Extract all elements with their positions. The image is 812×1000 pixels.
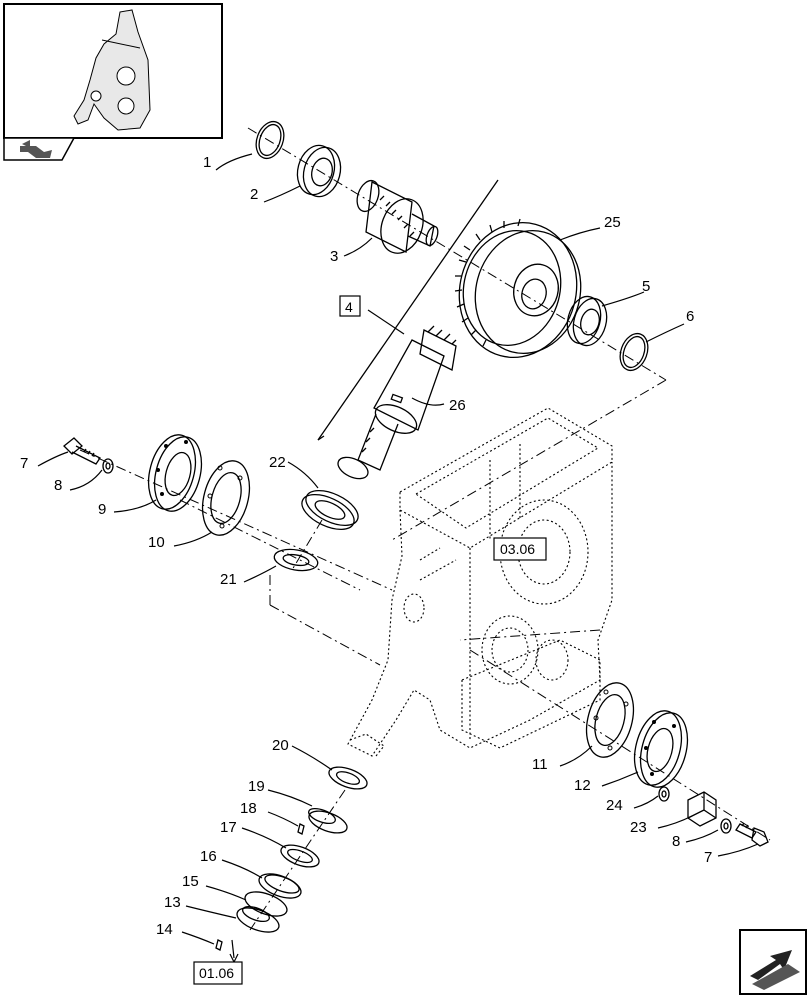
callout-17: 17 [220,819,237,836]
circlip-6 [619,332,649,372]
callout-14: 14 [156,921,173,938]
callout-8-right: 8 [672,833,680,850]
pinion-shaft-26 [337,325,457,480]
plate-19 [308,807,348,834]
gasket-11 [585,682,635,758]
flange-cover-12 [633,710,689,788]
callout-12: 12 [574,777,591,794]
reference-03-06-label: 03.06 [500,541,535,557]
callout-21: 21 [220,571,237,588]
gear-shaft-3 [356,179,439,254]
callout-7-left: 7 [20,455,28,472]
gearbox-housing [347,407,613,757]
seal-20 [328,766,368,790]
callouts: 1 2 3 25 5 6 26 22 7 8 9 10 21 20 19 18 … [20,154,712,938]
bearing-22 [301,490,359,530]
washer-8-right [720,818,732,834]
ring-16 [258,873,302,899]
callout-4-box: 4 [339,295,361,317]
reference-01-06[interactable]: 01.06 [193,939,243,985]
bearing-5 [566,295,608,347]
bolt-7-right [735,822,769,847]
callout-10: 10 [148,534,165,551]
callout-5: 5 [642,278,650,295]
callout-20: 20 [272,737,289,754]
flange-cover-9 [147,434,203,512]
callout-4: 4 [345,299,353,315]
callout-9: 9 [98,501,106,518]
reference-01-06-label: 01.06 [199,965,234,981]
callout-15: 15 [182,873,199,890]
assembly-axis-lines [79,127,771,931]
callout-24: 24 [606,797,623,814]
thumbnail-panel[interactable] [3,3,223,161]
bearing-2 [296,144,342,198]
callout-25: 25 [604,214,621,231]
screw-18 [297,823,305,835]
callout-16: 16 [200,848,217,865]
callout-22: 22 [269,454,286,471]
next-page-button[interactable] [739,929,807,995]
subassembly-boundary-line [317,179,499,441]
gearbox-thumbnail-icon [73,9,151,131]
callout-7-right: 7 [704,849,712,866]
callout-18: 18 [240,800,257,817]
callout-3: 3 [330,248,338,265]
seal-21 [273,548,319,572]
washer-8-left [102,458,114,474]
arrow-next-icon [750,950,800,990]
callout-23: 23 [630,819,647,836]
callout-8-left: 8 [54,477,62,494]
ring-15 [244,891,288,917]
circlip-1 [255,120,285,160]
callout-13: 13 [164,894,181,911]
callout-1: 1 [203,154,211,171]
cap-13 [236,905,280,933]
screw-14 [215,939,223,951]
crown-gear-25 [454,218,582,359]
callout-11: 11 [532,756,548,773]
bolt-7-left [63,437,101,465]
callout-6: 6 [686,308,694,325]
leader-lines [37,153,759,945]
callout-2: 2 [250,186,258,203]
washer-24 [658,786,670,802]
gasket-10 [201,460,251,536]
callout-19: 19 [248,778,265,795]
arrow-back-icon [20,140,52,158]
reference-03-06[interactable]: 03.06 [493,537,547,561]
washer-17 [280,844,320,868]
callout-26: 26 [449,397,466,414]
